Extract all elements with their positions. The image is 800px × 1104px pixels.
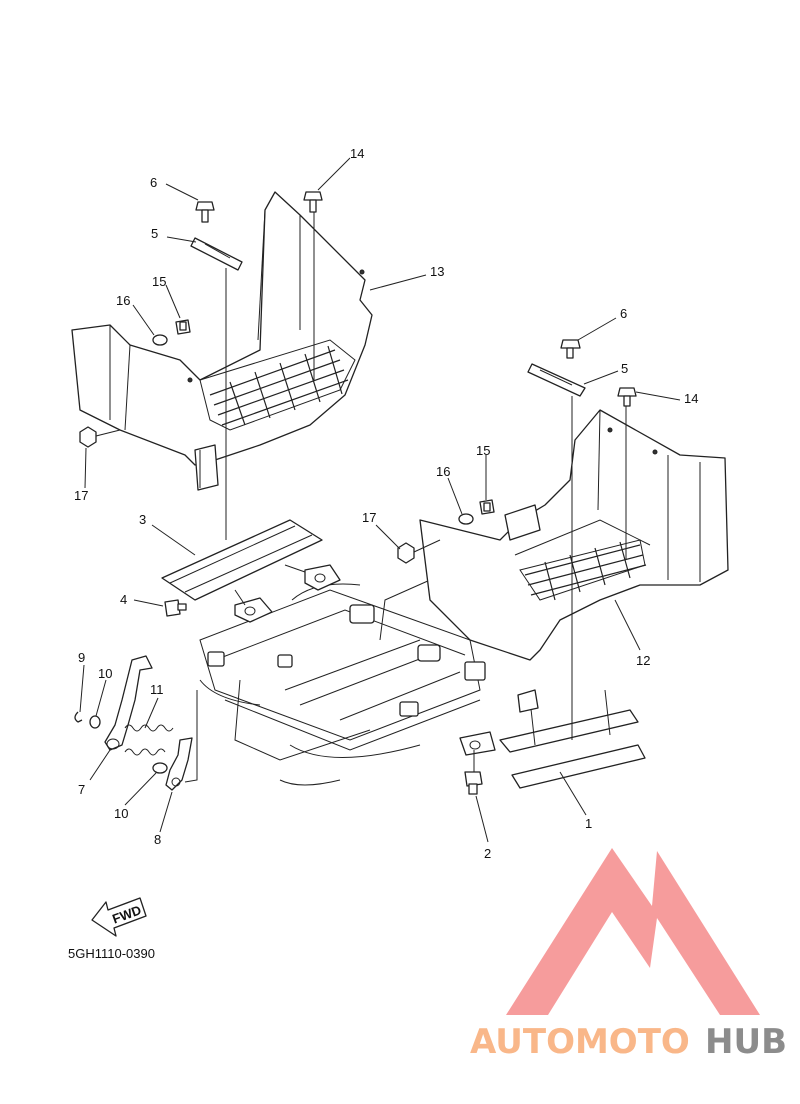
watermark-logo-outer: [506, 848, 760, 1015]
left-footrest: [71, 191, 373, 491]
callout-14-left: 14: [350, 146, 364, 161]
pedal-7: [104, 655, 153, 751]
callout-11: 11: [150, 682, 164, 697]
right-bracket: [459, 689, 646, 789]
spring-11: [124, 724, 174, 756]
right-footrest-body: [419, 409, 729, 661]
callout-9: 9: [78, 650, 85, 665]
right-footrest: [419, 409, 729, 661]
bolt-2: [464, 771, 483, 795]
watermark-text-hub: HUB: [705, 1022, 787, 1062]
callout-6-left: 6: [150, 175, 157, 190]
callout-15-left: 15: [152, 274, 166, 289]
nut-17-right: [397, 542, 415, 564]
clip-9: [74, 711, 83, 723]
watermark: AUTOMOTO HUB: [470, 848, 787, 1062]
callout-16-left: 16: [116, 293, 130, 308]
bolt-14-left: [303, 191, 323, 213]
frame-assembly: [199, 579, 486, 786]
plate-5-right: [527, 363, 586, 397]
left-bracket: [161, 519, 341, 623]
callout-8: 8: [154, 832, 161, 847]
lever-8: [165, 737, 193, 791]
callout-2: 2: [484, 846, 491, 861]
callout-13: 13: [430, 264, 444, 279]
callout-numbers: 6 5 14 15 16 13 17 3 4 6 5 14 15 16 17 1…: [74, 146, 698, 861]
callout-5-left: 5: [151, 226, 158, 241]
plate-5-left: [190, 237, 243, 271]
nut-17-left: [79, 426, 97, 448]
callout-leaders: [79, 157, 681, 843]
alignment-lines: [95, 212, 627, 783]
callout-17-left: 17: [74, 488, 88, 503]
fasteners: [79, 191, 637, 795]
watermark-logo-inner: [560, 935, 664, 1015]
washer-16-right: [458, 513, 474, 525]
callout-15-right: 15: [476, 443, 490, 458]
callout-3: 3: [139, 512, 146, 527]
screw-15-right: [479, 499, 495, 515]
bolt-6-right: [560, 339, 581, 359]
screw-15-left: [175, 319, 191, 335]
callout-12: 12: [636, 653, 650, 668]
diagram-code: 5GH1110-0390: [68, 946, 155, 961]
washer-10-upper: [89, 715, 101, 729]
fwd-arrow: FWD: [91, 897, 147, 937]
watermark-logo: [506, 848, 760, 1015]
right-footrest-grid: [524, 541, 647, 601]
watermark-text-auto: AUTOMOTO: [470, 1022, 690, 1062]
bolt-4: [164, 599, 187, 617]
pedal-assembly: [74, 655, 193, 791]
callout-10-upper: 10: [98, 666, 112, 681]
bolt-14-right: [617, 387, 637, 407]
callout-17-right: 17: [362, 510, 376, 525]
bolt-6-left: [195, 201, 215, 223]
callout-6-right: 6: [620, 306, 627, 321]
callout-7: 7: [78, 782, 85, 797]
callout-1: 1: [585, 816, 592, 831]
left-footrest-grid: [209, 345, 349, 426]
callout-10-lower: 10: [114, 806, 128, 821]
washer-10-lower: [152, 762, 168, 774]
callout-14-right: 14: [684, 391, 698, 406]
left-footrest-body: [71, 191, 373, 466]
callout-16-right: 16: [436, 464, 450, 479]
callout-5-right: 5: [621, 361, 628, 376]
washer-16-left: [152, 334, 168, 346]
callout-4: 4: [120, 592, 127, 607]
